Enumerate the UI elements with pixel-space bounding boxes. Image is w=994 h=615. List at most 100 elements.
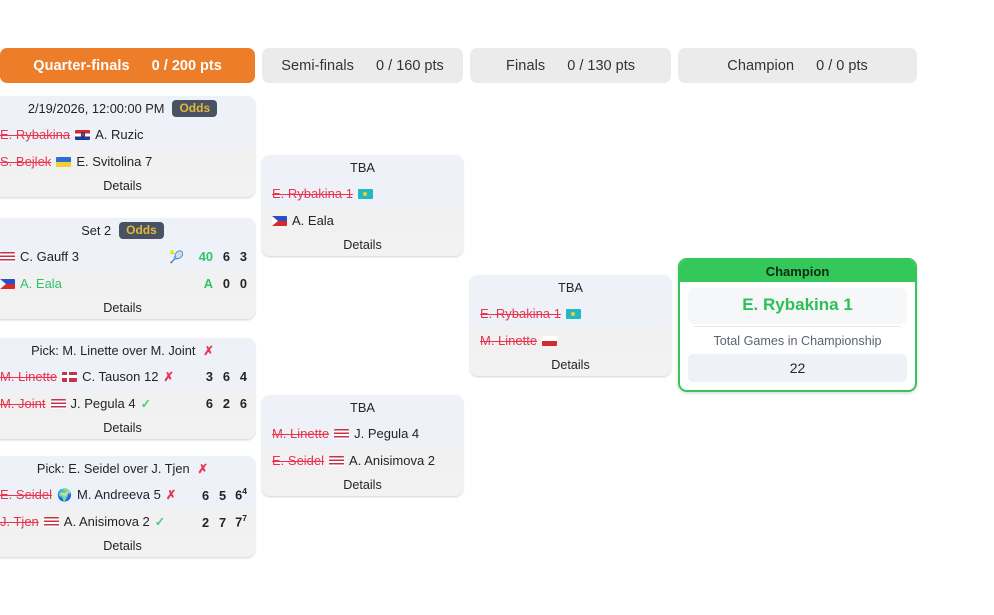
set-score: 77 [235, 513, 247, 530]
round-name: Finals [506, 57, 546, 74]
set-score: 6 [205, 396, 213, 411]
set-score: 4 [239, 369, 247, 384]
eliminated-player-name: E. Seidel [0, 487, 53, 502]
set-score: 64 [235, 486, 247, 503]
eliminated-player-name: S. Bejlek [0, 154, 52, 169]
eliminated-player-name: E. Rybakina [0, 127, 71, 142]
set-score: 6 [239, 396, 247, 411]
details-button[interactable]: Details [0, 417, 255, 439]
flag-icon-ph [0, 278, 15, 289]
round-header-semi-finals[interactable]: Semi-finals 0 / 160 pts [262, 48, 463, 83]
eliminated-player-name: E. Rybakina 1 [480, 306, 561, 321]
match-header-text: TBA [350, 160, 375, 175]
flag-icon-dk [62, 371, 78, 382]
result-wrong-icon: ✗ [165, 488, 177, 502]
player-name: S. Bejlek E. Svitolina 7 [0, 154, 247, 169]
match-card: Pick: E. Seidel over J. Tjen✗ E. Seidel🌍M… [0, 456, 255, 557]
flag-icon-hr [75, 129, 91, 140]
result-wrong-icon: ✗ [163, 370, 174, 384]
active-player-name: E. Svitolina 7 [76, 154, 153, 169]
result-correct-icon: ✓ [154, 515, 166, 529]
round-points: 0 / 160 pts [376, 57, 444, 74]
active-player-name: C. Tauson 12 [82, 369, 159, 384]
active-player-name: C. Gauff 3 [20, 249, 80, 264]
odds-badge[interactable]: Odds [172, 99, 218, 118]
set-score: 7 [219, 514, 227, 530]
details-button[interactable]: Details [470, 354, 671, 376]
details-button[interactable]: Details [0, 535, 255, 557]
flag-icon-us [334, 428, 350, 439]
set-score: 0 [222, 276, 230, 291]
player-name: C. Gauff 3 [0, 249, 163, 264]
match-card-header: TBA [262, 395, 463, 420]
match-header-text: TBA [558, 280, 583, 295]
player-name: E. Rybakina 1 [272, 186, 455, 201]
details-button[interactable]: Details [262, 234, 463, 256]
match-card: Pick: M. Linette over M. Joint✗M. Linett… [0, 338, 255, 439]
champion-stat-value[interactable]: 22 [688, 354, 907, 382]
active-player-name: A. Eala [20, 276, 62, 291]
match-player-row[interactable]: E. Rybakina 1 [262, 180, 463, 207]
set-score: 3 [239, 249, 247, 264]
match-player-row[interactable]: A. Eala [262, 207, 463, 234]
player-name: A. Eala [272, 213, 455, 228]
odds-badge[interactable]: Odds [119, 221, 164, 240]
flag-icon-ua [56, 156, 72, 167]
eliminated-player-name: M. Linette [0, 369, 58, 384]
set-score: 6 [202, 487, 210, 503]
match-header-text: 2/19/2026, 12:00:00 PM [27, 101, 165, 116]
flag-icon-kz [565, 308, 581, 319]
eliminated-player-name: M. Linette [480, 333, 538, 348]
result-correct-icon: ✓ [140, 397, 152, 411]
match-player-row[interactable]: M. Linette [470, 327, 671, 354]
details-button[interactable]: Details [0, 297, 255, 319]
round-name: Quarter-finals [33, 57, 130, 74]
flag-icon-kz [357, 188, 373, 199]
details-button[interactable]: Details [262, 474, 463, 496]
champion-name: E. Rybakina 1 [688, 288, 907, 324]
flag-icon-us [43, 516, 59, 527]
match-card-header: Pick: E. Seidel over J. Tjen✗ [0, 456, 255, 481]
match-player-row[interactable]: S. Bejlek E. Svitolina 7 [0, 148, 255, 175]
match-player-row[interactable]: E. Rybakina 1 [470, 300, 671, 327]
set-score: 2 [222, 396, 230, 411]
round-points: 0 / 200 pts [151, 57, 222, 74]
match-header-text: Pick: M. Linette over M. Joint [31, 343, 196, 358]
set-score: 5 [219, 487, 227, 503]
current-point-score: 40 [198, 249, 213, 264]
match-card-header: 2/19/2026, 12:00:00 PM Odds [0, 96, 255, 121]
round-header-quarter-finals[interactable]: Quarter-finals 0 / 200 pts [0, 48, 255, 83]
match-card-header: TBA [262, 155, 463, 180]
player-name: E. Seidel🌍M. Andreeva 5✗ [0, 487, 195, 502]
player-name: A. Eala [0, 276, 191, 291]
round-name: Semi-finals [281, 57, 355, 74]
details-button[interactable]: Details [0, 175, 255, 197]
active-player-name: A. Eala [292, 213, 334, 228]
round-points: 0 / 0 pts [816, 57, 868, 74]
player-name: E. Rybakina 1 [480, 306, 663, 321]
set-score: 3 [205, 369, 213, 384]
